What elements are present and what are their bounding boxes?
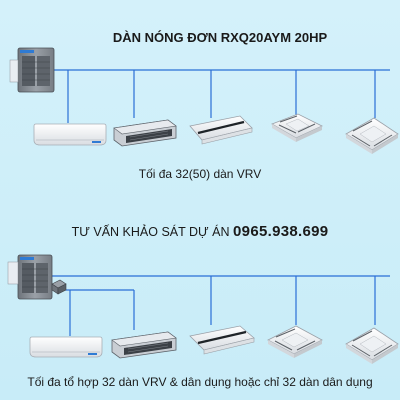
ducted-unit-icon — [113, 119, 177, 147]
outdoor-unit-icon — [9, 47, 55, 93]
wall-mounted-unit-icon — [33, 123, 107, 146]
cassette-unit-icon — [267, 325, 323, 358]
cassette-unit-icon — [345, 327, 399, 364]
ceiling-suspended-unit-icon — [189, 115, 253, 145]
bottom-system — [7, 254, 399, 364]
consult-phone: 0965.938.699 — [233, 223, 329, 240]
caption-top: Tối đa 32(50) dàn VRV — [138, 167, 262, 181]
cassette-unit-icon — [271, 113, 323, 142]
consult-label: TƯ VẤN KHẢO SÁT DỰ ÁN — [71, 225, 230, 239]
consult-line: TƯ VẤN KHẢO SÁT DỰ ÁN 0965.938.699 — [0, 223, 400, 240]
outdoor-unit-icon — [7, 254, 53, 300]
branch-box-icon — [51, 279, 67, 295]
diagram-title: DÀN NÓNG ĐƠN RXQ20AYM 20HP — [112, 30, 328, 45]
bottom-piping — [50, 275, 390, 336]
ducted-unit-icon — [111, 331, 177, 359]
top-system — [9, 47, 399, 154]
cassette-unit-icon — [345, 117, 399, 154]
ceiling-suspended-unit-icon — [189, 325, 255, 355]
top-piping — [50, 69, 390, 123]
caption-bottom: Tối đa tổ hợp 32 dàn VRV & dân dụng hoặc… — [27, 375, 373, 389]
wall-mounted-unit-icon — [29, 336, 103, 358]
